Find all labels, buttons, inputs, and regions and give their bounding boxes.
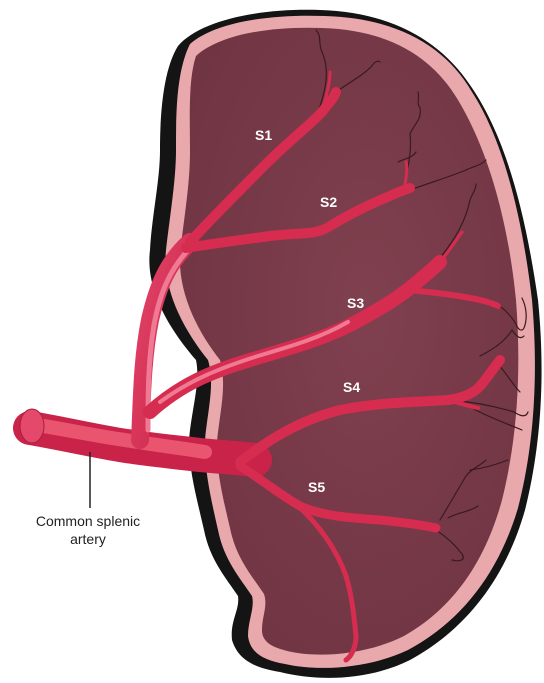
segment-label-s4: S4 bbox=[343, 379, 360, 395]
callout-label-line1: Common splenic bbox=[36, 513, 140, 529]
segment-label-s1: S1 bbox=[255, 127, 272, 143]
segment-label-s5: S5 bbox=[308, 479, 325, 495]
artery-cut-end bbox=[20, 409, 44, 443]
callout-label-line2: artery bbox=[70, 531, 106, 547]
segment-label-s3: S3 bbox=[347, 295, 364, 311]
segment-label-s2: S2 bbox=[320, 194, 337, 210]
